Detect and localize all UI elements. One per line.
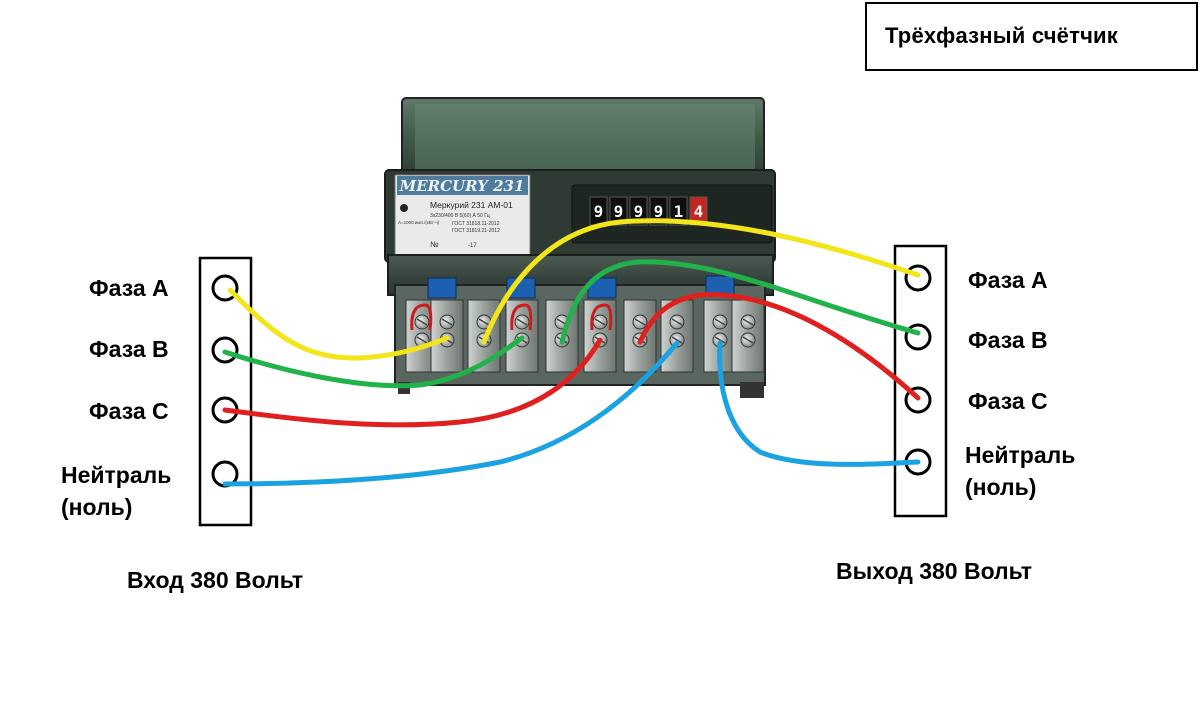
output-caption: Выход 380 Вольт <box>836 558 1033 584</box>
output-label-phase-c: Фаза С <box>968 388 1048 414</box>
screw-slot <box>416 336 428 344</box>
screw-slot <box>516 318 528 326</box>
input-label-phase-b: Фаза В <box>89 336 169 362</box>
odometer-digit: 9 <box>614 202 624 221</box>
meter-led-icon <box>400 204 408 212</box>
odometer-digit: 9 <box>654 202 664 221</box>
output-label-neutral: Нейтраль <box>965 442 1076 468</box>
input-label-phase-c: Фаза С <box>89 398 169 424</box>
screw-slot <box>742 318 754 326</box>
meter-spec-1: 3х230/400 В 5(60) А 50 Гц <box>430 213 490 219</box>
output-label-phase-a: Фаза А <box>968 267 1048 293</box>
meter-impulse: А=1000 имп./(кВт·ч) <box>398 220 440 225</box>
meter-spec-2: ГОСТ 31818.11-2012 <box>452 221 500 227</box>
odometer-digit: 9 <box>594 202 604 221</box>
meter-year: -17 <box>468 243 477 249</box>
input-label-phase-a: Фаза А <box>89 275 169 301</box>
wire-output-phase-a <box>481 218 921 345</box>
odometer-digit-cell <box>669 196 688 226</box>
screw-slot <box>594 318 606 326</box>
red-jumper <box>410 303 433 331</box>
screw-slot <box>634 318 646 326</box>
meter-serial-label: № <box>430 240 439 249</box>
screw-slot <box>671 318 683 326</box>
screw-slot <box>742 336 754 344</box>
electric-meter: MERCURY 231 Меркурий 231 АМ-01 3х230/400… <box>384 97 776 398</box>
wire-output-phase-c <box>637 292 921 401</box>
meter-model: Меркурий 231 АМ-01 <box>430 200 513 210</box>
input-label-zero: (ноль) <box>61 494 133 520</box>
wires <box>222 218 921 487</box>
output-terminal-block <box>893 244 948 518</box>
wire-output-neutral <box>717 340 921 467</box>
screw-slot <box>714 318 726 326</box>
odometer-digit: 4 <box>694 202 704 221</box>
input-label-neutral: Нейтраль <box>61 462 172 488</box>
diagram-title: Трёхфазный счётчик <box>885 23 1118 48</box>
title-box: Трёхфазный счётчик <box>865 2 1198 71</box>
meter-spec-3: ГОСТ 31819.21-2012 <box>452 228 500 234</box>
odometer-digit-cell <box>629 196 648 226</box>
odometer-digit: 9 <box>634 202 644 221</box>
red-jumper <box>510 303 533 331</box>
odometer-digit: 1 <box>674 202 684 221</box>
red-jumper <box>590 303 613 331</box>
brand-strip <box>397 176 528 195</box>
wire-output-phase-b <box>559 259 921 345</box>
meter-top-window <box>415 104 755 170</box>
screw-slot <box>714 336 726 344</box>
wire-input-neutral <box>222 340 680 487</box>
meter-brand: MERCURY 231 <box>399 177 525 195</box>
wire-input-phase-c <box>222 337 603 428</box>
odometer-digit-cell <box>609 196 628 226</box>
output-label-zero: (ноль) <box>965 474 1037 500</box>
blue-jumper-block <box>427 277 457 299</box>
screw-slot <box>671 336 683 344</box>
output-label-phase-b: Фаза В <box>968 327 1048 353</box>
wire-input-phase-b <box>222 335 525 389</box>
screw-slot <box>416 318 428 326</box>
wire-input-phase-a <box>227 287 450 361</box>
input-caption: Вход 380 Вольт <box>127 567 304 593</box>
screw-slot <box>478 318 490 326</box>
odometer-digit-cell <box>649 196 668 226</box>
screw-slot <box>441 318 453 326</box>
meter-foot <box>740 382 764 398</box>
